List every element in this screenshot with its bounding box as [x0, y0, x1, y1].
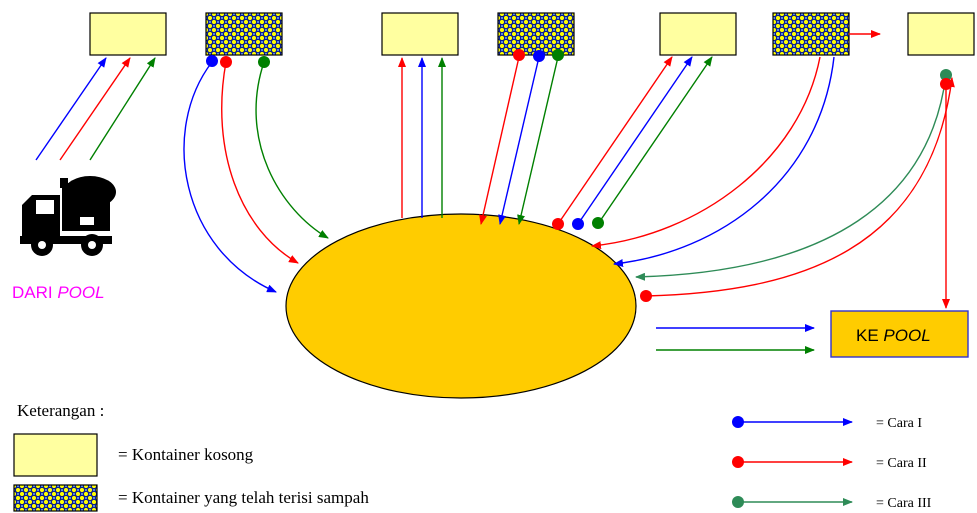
cara2-truck-to-empty1	[59, 57, 131, 161]
legend-title: Keterangan :	[17, 401, 104, 420]
cara2-site-to-empty3	[557, 56, 673, 225]
svg-text:= Cara III: = Cara III	[876, 496, 932, 511]
cara3-truck-to-empty1	[89, 57, 156, 161]
svg-text:= Cara I: = Cara I	[876, 416, 922, 431]
cara3-full2-to-site	[517, 56, 559, 225]
cara1-full3-to-site	[613, 56, 835, 267]
container-full-3	[772, 12, 850, 56]
cara3-site-to-empty3	[597, 56, 713, 225]
svg-text:= Cara II: = Cara II	[876, 456, 927, 471]
dot-red-full2	[513, 49, 525, 61]
dot-green-site-1	[592, 217, 604, 229]
cara2-site-to-empty4	[645, 77, 955, 297]
legend-full-swatch	[13, 484, 98, 512]
ke-pool-box: KE POOL	[830, 310, 969, 358]
container-empty-4	[907, 12, 975, 56]
cara3-full1-to-site	[255, 61, 329, 239]
legend-full-label: = Kontainer yang telah terisi sampah	[118, 488, 369, 507]
cara2-full3-to-site	[591, 56, 821, 250]
from-pool-label: DARI POOL	[12, 283, 105, 302]
dot-blue-site-1	[572, 218, 584, 230]
legend-empty-label: = Kontainer kosong	[118, 445, 254, 464]
collection-site	[285, 213, 637, 399]
legend-empty-swatch	[13, 433, 98, 477]
dot-red-site-1	[552, 218, 564, 230]
dot-red-empty4	[940, 78, 952, 90]
container-empty-1	[89, 12, 167, 56]
legend-cara-1: = Cara I	[732, 416, 922, 431]
truck-icon	[20, 176, 116, 256]
svg-text:KE POOL: KE POOL	[856, 326, 931, 345]
cara1-full2-to-site	[498, 56, 540, 225]
cara1-full1-to-site	[183, 61, 277, 293]
cara3-empty4-to-site	[635, 74, 947, 281]
container-empty-3	[659, 12, 737, 56]
cara1-truck-to-empty1	[35, 57, 107, 161]
legend-cara-2: = Cara II	[732, 456, 927, 471]
container-empty-2	[381, 12, 459, 56]
container-full-2	[497, 12, 575, 56]
legend-cara-3: = Cara III	[732, 496, 932, 511]
to-pool-prefix: KE	[856, 326, 883, 345]
to-pool-italic: POOL	[883, 326, 930, 345]
dot-red-full1	[220, 56, 232, 68]
dot-blue-full1	[206, 55, 218, 67]
container-full-1	[205, 12, 283, 56]
cara2-full1-to-site	[221, 61, 299, 264]
cara1-site-to-empty3	[577, 56, 693, 225]
dot-blue-full2	[533, 50, 545, 62]
dot-green-full1	[258, 56, 270, 68]
dot-green-full2	[552, 49, 564, 61]
dot-red-site-2	[640, 290, 652, 302]
cara2-full2-to-site	[479, 56, 520, 225]
